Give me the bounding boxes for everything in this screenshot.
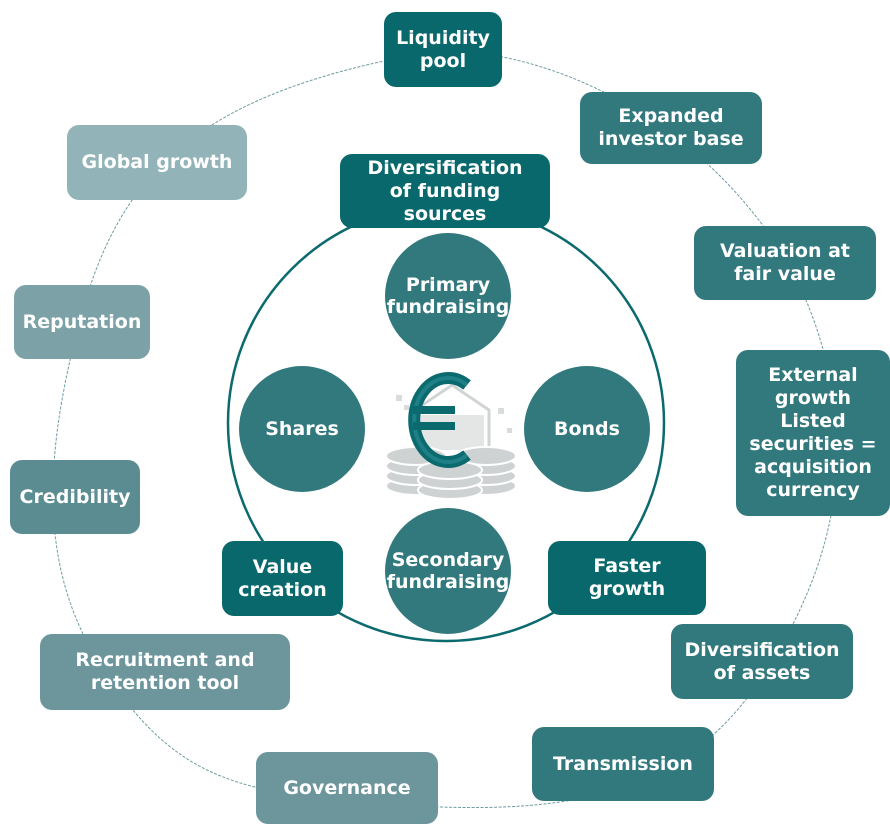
expanded-investor-base-box: Expanded investor base [580,92,762,164]
reputation-box: Reputation [14,285,150,359]
global-growth-box: Global growth [67,125,247,200]
primary-fundraising-circle: Primary fundraising [385,233,511,359]
credibility-box: Credibility [10,460,140,534]
external-growth-box: External growth Listed securities = acqu… [736,350,890,516]
secondary-fundraising-circle: Secondary fundraising [385,508,511,634]
diversification-funding-box: Diversification of funding sources [340,154,550,228]
recruitment-retention-box: Recruitment and retention tool [40,634,290,710]
bonds-circle: Bonds [524,366,650,492]
valuation-fair-value-box: Valuation at fair value [694,226,876,300]
shares-circle: Shares [239,366,365,492]
transmission-box: Transmission [532,727,714,801]
governance-box: Governance [256,752,438,824]
value-creation-box: Value creation [222,541,343,616]
diversification-assets-box: Diversification of assets [671,624,853,699]
liquidity-pool-box: Liquidity pool [384,12,502,87]
faster-growth-box: Faster growth [548,541,706,615]
